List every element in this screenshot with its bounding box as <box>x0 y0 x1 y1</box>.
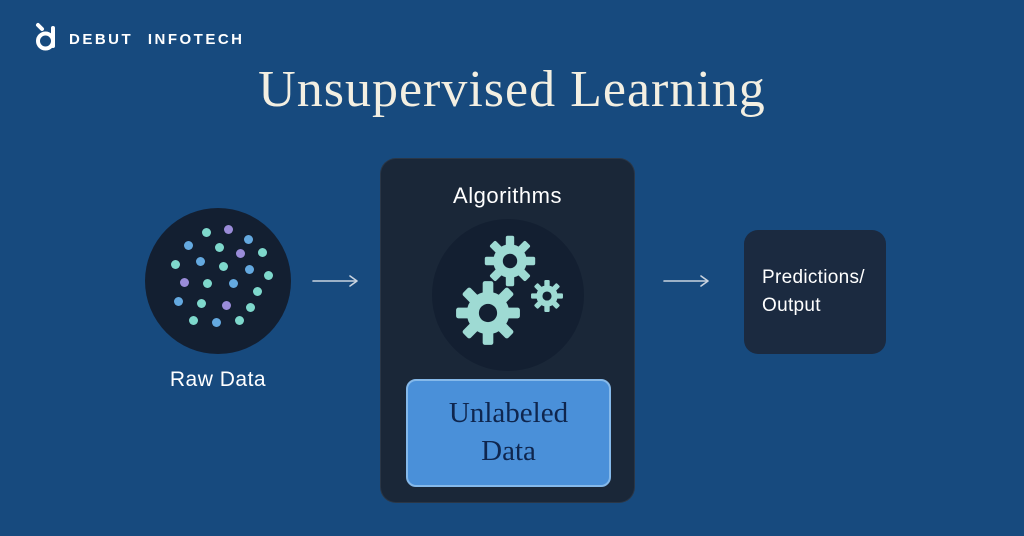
algorithms-gears-circle <box>432 219 584 371</box>
data-point-dot <box>246 303 255 312</box>
data-point-dot <box>236 249 245 258</box>
data-point-dot <box>189 316 198 325</box>
data-point-dot <box>174 297 183 306</box>
gear-icon <box>450 275 526 351</box>
data-point-dot <box>215 243 224 252</box>
data-point-dot <box>222 301 231 310</box>
data-point-dot <box>197 299 206 308</box>
data-point-dot <box>264 271 273 280</box>
data-point-dot <box>212 318 221 327</box>
predictions-output-label: Predictions/ Output <box>762 266 865 317</box>
data-point-dot <box>171 260 180 269</box>
debut-infotech-logo-icon <box>34 22 60 57</box>
data-point-dot <box>203 279 212 288</box>
data-point-dot <box>258 248 267 257</box>
gear-icon <box>528 277 566 315</box>
raw-data-label: Raw Data <box>169 368 267 391</box>
data-point-dot <box>245 265 254 274</box>
data-point-dot <box>184 241 193 250</box>
data-point-dot <box>196 257 205 266</box>
brand-name: DEBUT INFOTECH <box>69 31 245 48</box>
raw-data-circle <box>145 208 291 354</box>
brand-logo: DEBUT INFOTECH <box>34 22 245 57</box>
algorithms-label: Algorithms <box>453 183 562 208</box>
unlabeled-data-box: Unlabeled Data <box>406 379 611 487</box>
data-point-dot <box>229 279 238 288</box>
data-point-dot <box>180 278 189 287</box>
predictions-output-box: Predictions/ Output <box>744 230 886 354</box>
page-title: Unsupervised Learning <box>258 61 766 118</box>
gear-icon <box>480 231 540 291</box>
flow-arrow-right-icon <box>312 274 364 288</box>
data-point-dot <box>224 225 233 234</box>
data-point-dot <box>202 228 211 237</box>
data-point-dot <box>219 262 228 271</box>
flow-arrow-right-icon <box>663 274 715 288</box>
data-point-dot <box>244 235 253 244</box>
data-point-dot <box>253 287 262 296</box>
data-point-dot <box>235 316 244 325</box>
algorithms-panel: Algorithms <box>380 158 635 503</box>
unlabeled-data-label: Unlabeled Data <box>448 397 569 467</box>
